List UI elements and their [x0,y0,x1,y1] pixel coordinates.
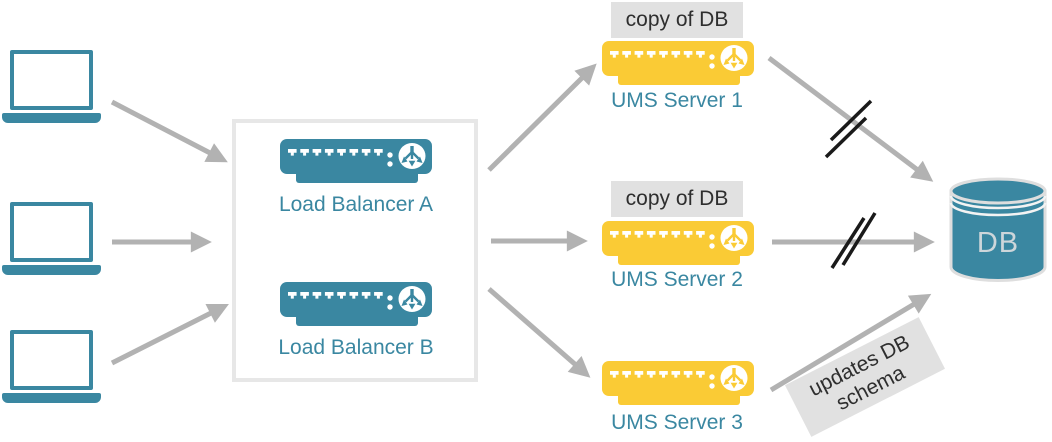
load-balancer-appliance-icon [280,139,432,183]
laptop-base [2,393,101,403]
arrow-client3-to-lb [110,303,229,366]
client-laptop-3 [2,330,101,403]
client-laptop-1 [2,50,101,123]
ums-server-2-label: UMS Server 2 [611,268,743,291]
arrow-client1-to-lb [110,99,228,163]
broken-link-mark-ums1 [824,99,873,159]
database-cylinder-icon [949,177,1047,282]
ums-server-3-label: UMS Server 3 [611,411,743,434]
laptop-base [2,113,101,123]
laptop-icon [10,330,93,390]
arrow-lb-to-ums1 [487,63,597,172]
load-balancer-b-label: Load Balancer B [278,336,434,359]
load-balancer-appliance-icon [280,282,432,326]
load-balancer-a-label: Load Balancer A [278,193,434,216]
arrow-lb-to-ums3 [487,287,591,378]
database-label: DB [976,227,1020,259]
ums-server-1-label: UMS Server 1 [611,89,743,112]
server-appliance-icon [602,361,754,405]
laptop-icon [10,202,93,262]
laptop-icon [10,50,93,110]
server-appliance-icon [602,41,754,85]
copy-of-db-badge-1: copy of DB [611,2,743,38]
server-appliance-icon [602,221,754,265]
updates-db-schema-note: updates DB schema [785,317,945,437]
copy-of-db-badge-2: copy of DB [611,181,743,217]
client-laptop-2 [2,202,101,275]
laptop-base [2,265,101,275]
arrow-ums1-to-db [767,56,934,182]
broken-link-mark-ums2 [830,212,877,269]
